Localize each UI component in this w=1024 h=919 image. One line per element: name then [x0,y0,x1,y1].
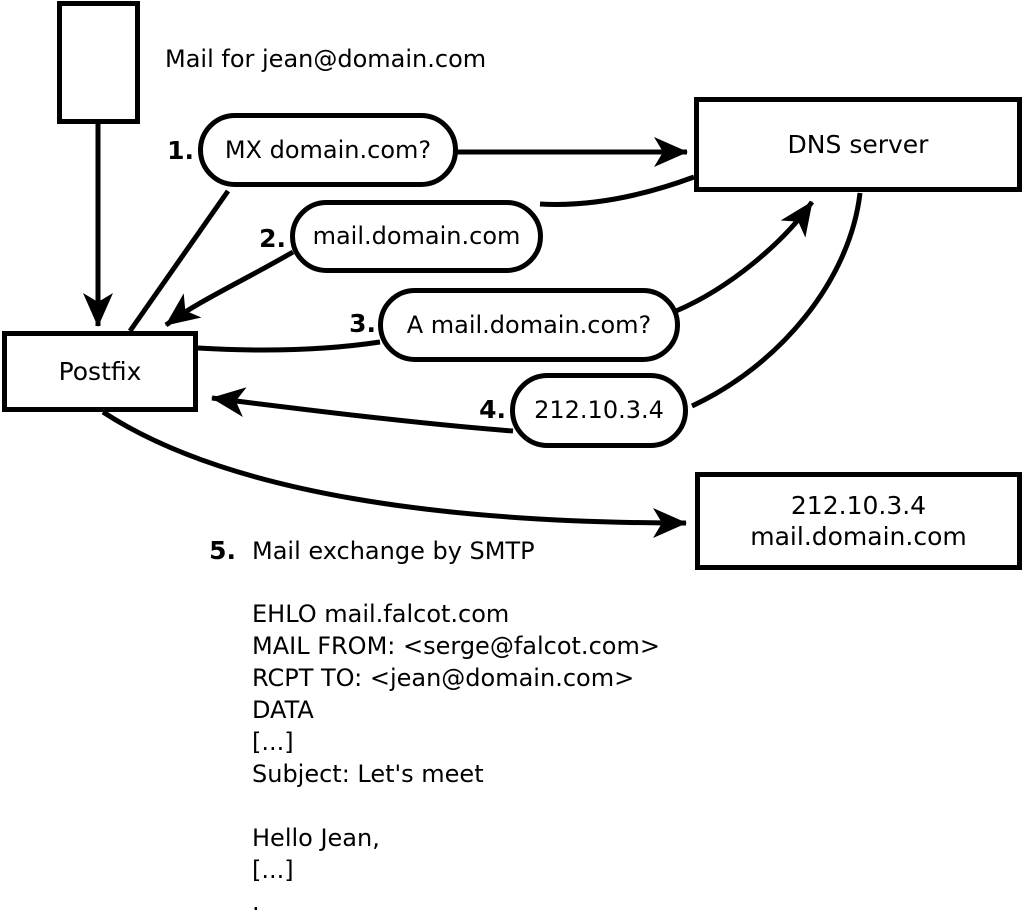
postfix-label: Postfix [58,357,142,386]
connector-postfix-to-a-query [197,339,381,353]
mail-message-box [57,1,140,124]
connector-postfix-to-mail-server [101,409,687,538]
connector-a-query-to-dns [675,200,815,314]
step4-label: 212.10.3.4 [534,396,664,424]
step3-pill: A mail.domain.com? [378,288,680,362]
smtp-session-transcript: EHLO mail.falcot.com MAIL FROM: <serge@f… [252,598,660,918]
step3-number: 3. [349,309,376,338]
connector-dns-to-mx-answer [539,174,695,207]
connector-postfix-to-mx-query [127,189,231,333]
connector-mx-answer-to-postfix [164,249,295,328]
step3-label: A mail.domain.com? [406,310,652,339]
mail-server-ip: 212.10.3.4 [790,491,927,520]
postfix-box: Postfix [2,331,198,412]
smtp-line-data: DATA [252,696,314,724]
step5-number: 5. [209,536,236,565]
smtp-line-rcpt-to: RCPT TO: <jean@domain.com> [252,664,635,692]
smtp-line-mail-from: MAIL FROM: <serge@falcot.com> [252,632,660,660]
smtp-line-ehlo: EHLO mail.falcot.com [252,600,510,628]
mail-server-box: 212.10.3.4 mail.domain.com [695,472,1022,570]
smtp-line-hello: Hello Jean, [252,824,380,852]
step5-label: Mail exchange by SMTP [252,537,535,565]
mail-annotation: Mail for jean@domain.com [165,45,487,73]
step2-label: mail.domain.com [312,222,521,250]
smtp-line-ellipsis-2: [...] [252,856,294,884]
step4-number: 4. [479,395,506,424]
step4-pill: 212.10.3.4 [510,373,688,448]
step1-pill: MX domain.com? [198,113,458,187]
mail-server-hostname: mail.domain.com [750,522,967,551]
step2-pill: mail.domain.com [290,200,543,273]
smtp-line-end-dot: . [252,888,260,916]
connector-a-answer-to-postfix [211,387,514,434]
connector-dns-to-a-answer [690,192,863,409]
step1-number: 1. [167,136,194,165]
step1-label: MX domain.com? [224,135,432,164]
smtp-line-ellipsis-1: [...] [252,728,294,756]
dns-server-label: DNS server [787,130,929,159]
smtp-line-blank [252,790,660,822]
dns-server-box: DNS server [694,97,1022,192]
smtp-line-subject: Subject: Let's meet [252,760,484,788]
step2-number: 2. [259,224,286,253]
